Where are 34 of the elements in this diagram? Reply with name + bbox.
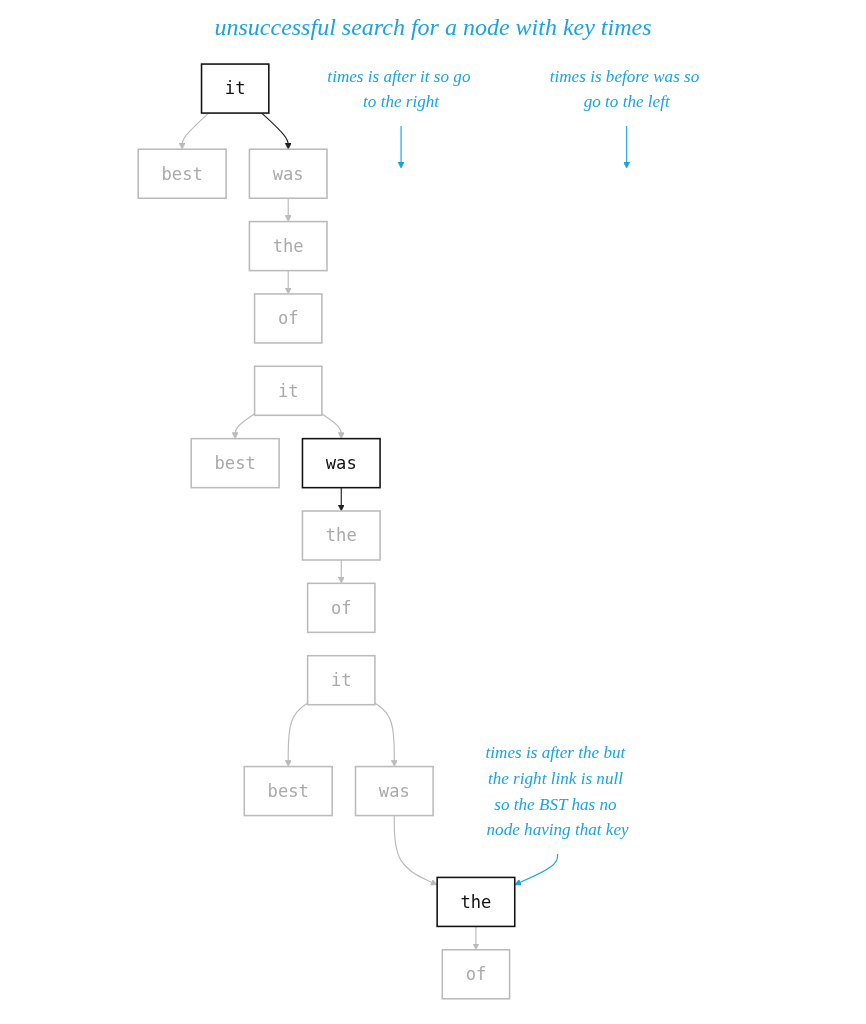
node-box: it	[253, 365, 323, 417]
arrow	[337, 487, 345, 512]
node-box: the	[301, 510, 381, 561]
node-box: best	[243, 765, 333, 817]
arrow	[178, 112, 210, 150]
node-box: was	[248, 148, 328, 200]
arrow	[284, 702, 309, 767]
arrow	[374, 702, 398, 767]
node-text: times is after the but the right link is null so the BST has no node having that key	[485, 742, 629, 840]
node-box: of	[306, 582, 376, 634]
arrow	[393, 815, 438, 886]
diagram-title: unsuccessful search for a node with key times	[213, 14, 653, 41]
arrow	[321, 413, 345, 439]
arrow	[337, 559, 345, 584]
node-box: best	[137, 148, 227, 200]
node-box: the	[436, 876, 516, 928]
node-text: times is after it so go to the right	[327, 66, 471, 112]
arrow	[261, 112, 292, 150]
node-box: was	[354, 765, 434, 817]
node-box: it	[200, 63, 270, 114]
arrow	[231, 413, 256, 439]
node-box: of	[253, 293, 323, 344]
arrow	[284, 270, 292, 295]
arrow	[472, 925, 480, 951]
arrow	[514, 853, 559, 886]
node-box: it	[306, 654, 376, 706]
arrow	[623, 125, 631, 169]
node-box: the	[248, 220, 328, 272]
arrow	[397, 125, 405, 169]
node-text: times is before was so go to the left	[549, 66, 700, 112]
node-box: of	[441, 949, 511, 1000]
node-box: best	[190, 437, 280, 489]
arrow	[284, 197, 292, 222]
node-box: was	[301, 437, 381, 489]
